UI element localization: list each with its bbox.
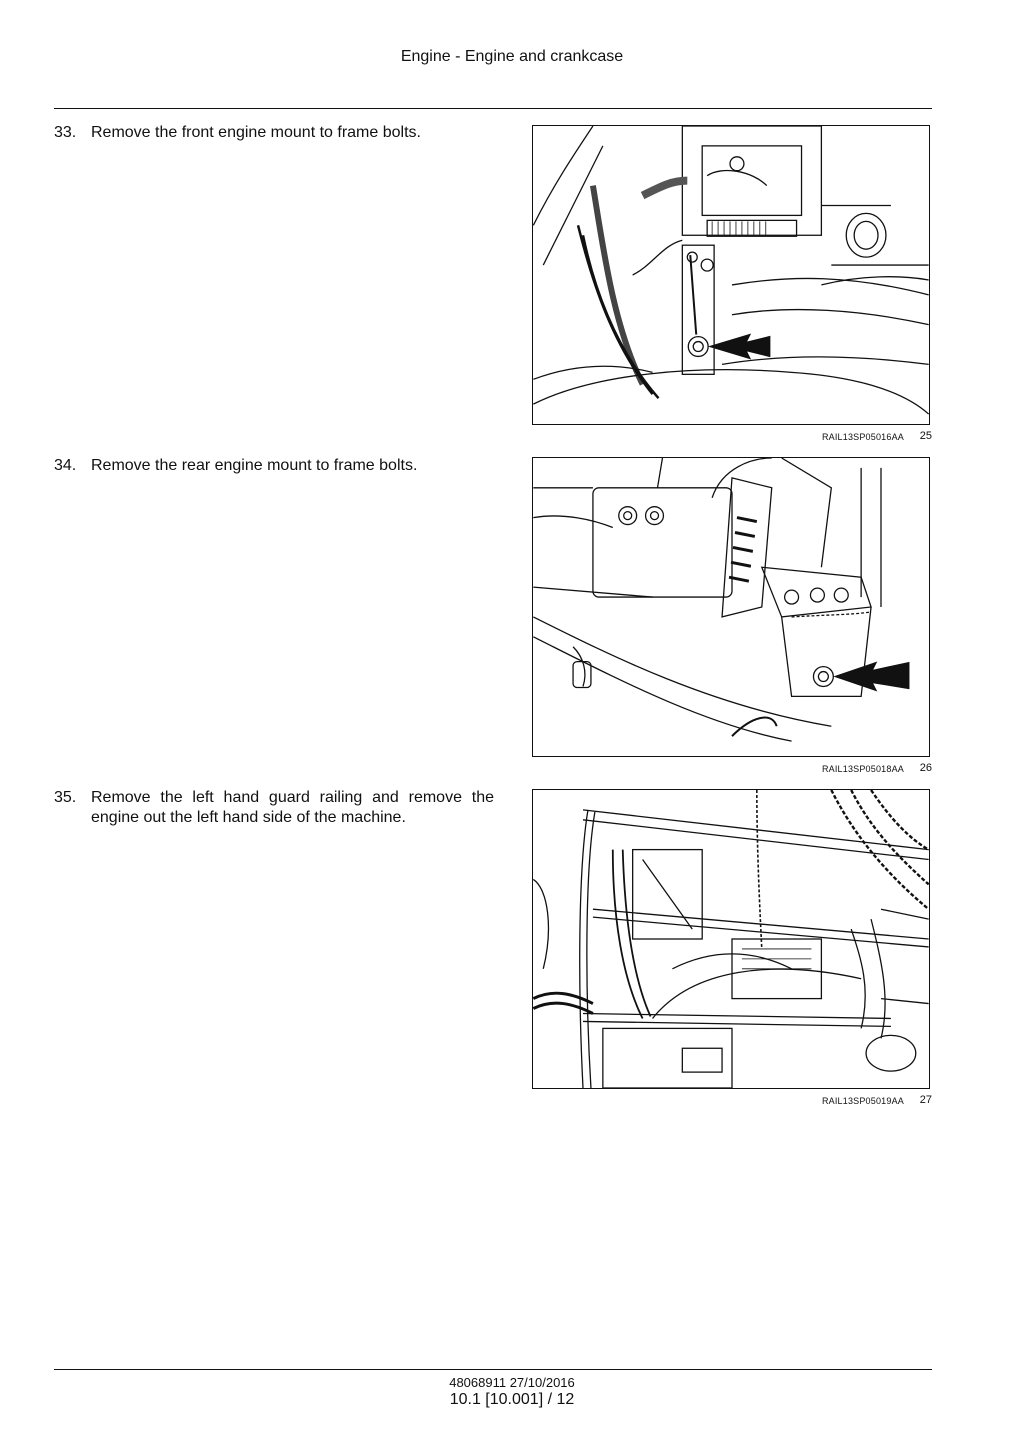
figure-rear-engine-mount: [532, 457, 930, 757]
figure-caption: RAIL13SP05018AA 26: [532, 762, 932, 776]
footer-page-number: 10.1 [10.001] / 12: [449, 1391, 575, 1408]
step-text: Remove the left hand guard railing and r…: [91, 789, 494, 826]
footer-rule: [54, 1369, 932, 1370]
step-33: 33. Remove the front engine mount to fra…: [54, 123, 494, 143]
figure-code: RAIL13SP05019AA: [821, 1096, 904, 1106]
figure-caption: RAIL13SP05019AA 27: [532, 1094, 932, 1108]
step-text: Remove the rear engine mount to frame bo…: [91, 457, 418, 474]
page-header-title: Engine - Engine and crankcase: [400, 48, 624, 65]
figure-guard-railing-removal: [532, 789, 930, 1089]
figure-number: 26: [919, 762, 932, 774]
step-text: Remove the front engine mount to frame b…: [91, 124, 421, 141]
header-rule: [54, 108, 932, 109]
figure-caption: RAIL13SP05016AA 25: [532, 430, 932, 444]
figure-front-engine-mount: [532, 125, 930, 425]
footer-doc-id: 48068911 27/10/2016: [449, 1375, 575, 1390]
figure-number: 25: [919, 430, 932, 442]
step-number: 35.: [54, 789, 77, 806]
step-35: 35. Remove the left hand guard railing a…: [54, 788, 494, 828]
step-34: 34. Remove the rear engine mount to fram…: [54, 456, 494, 476]
figure-code: RAIL13SP05016AA: [821, 432, 904, 442]
figure-code: RAIL13SP05018AA: [821, 764, 904, 774]
step-number: 33.: [54, 124, 77, 141]
figure-number: 27: [919, 1094, 932, 1106]
step-number: 34.: [54, 457, 77, 474]
